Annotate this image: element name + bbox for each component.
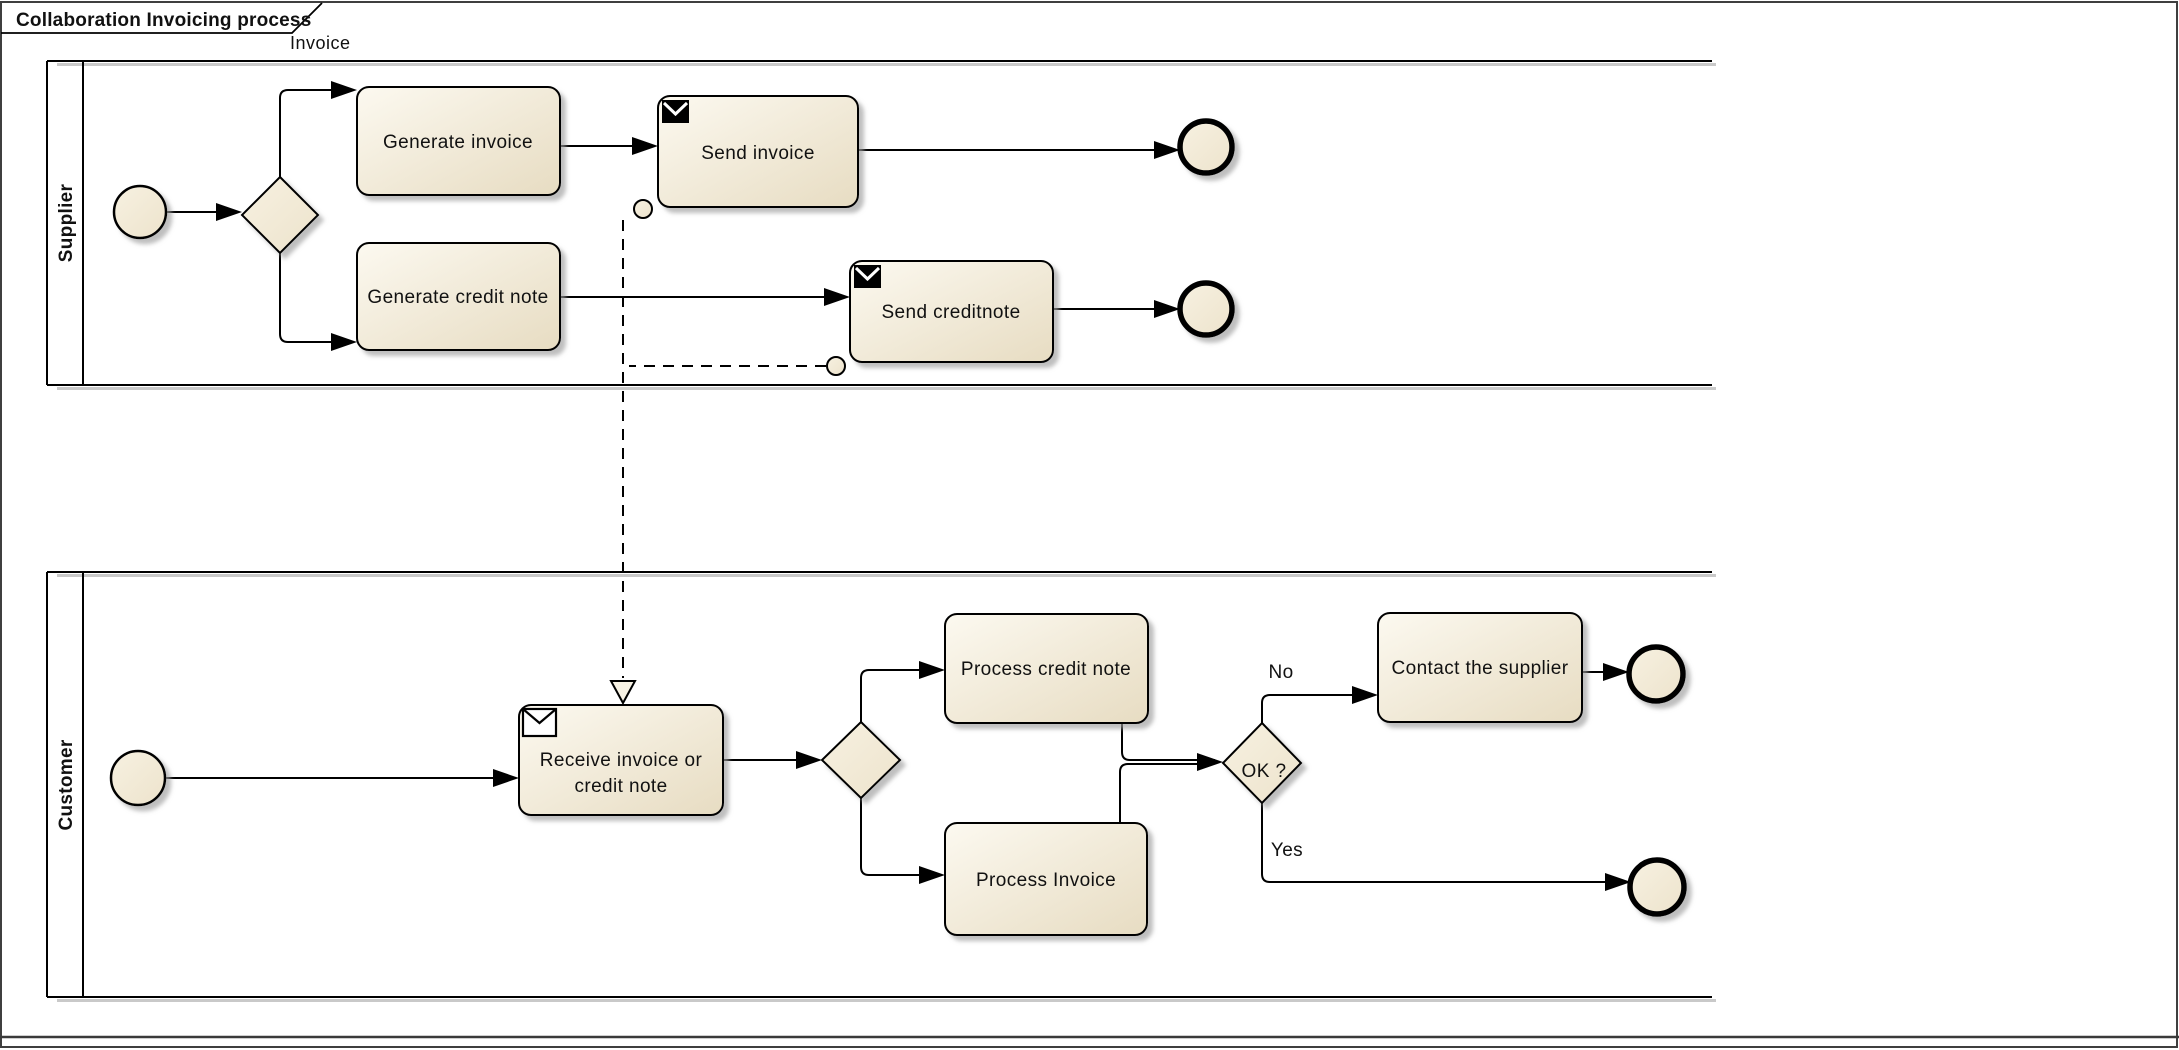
message-source-dot	[826, 356, 846, 376]
arrowhead	[796, 751, 822, 769]
pool-customer[interactable]: Customer	[46, 571, 1716, 1002]
flow-start-to-receive[interactable]	[165, 769, 519, 787]
task-process-invoice[interactable]: Process Invoice	[944, 822, 1148, 936]
end-event-invoice-sent[interactable]	[1177, 118, 1235, 176]
arrowhead	[1352, 686, 1378, 704]
arrowhead	[632, 137, 658, 155]
task-label-line1: Receive invoice or	[540, 750, 703, 771]
message-send-icon	[854, 265, 881, 288]
start-event-supplier[interactable]	[112, 184, 168, 240]
end-event-contact-supplier[interactable]	[1626, 644, 1686, 704]
pool-supplier[interactable]: Supplier	[46, 60, 1716, 390]
start-event-customer[interactable]	[109, 749, 167, 807]
task-label-line2: credit note	[574, 776, 667, 797]
task-generate-invoice[interactable]: Generate invoice	[356, 86, 561, 196]
message-flow-creditnote[interactable]	[629, 356, 846, 376]
edge-label-no: No	[1268, 662, 1293, 683]
arrowhead	[493, 769, 519, 787]
task-generate-credit-note[interactable]: Generate credit note	[356, 242, 561, 351]
arrowhead	[331, 81, 357, 99]
title-tab-border	[1, 2, 323, 34]
message-flow-invoice[interactable]	[609, 199, 653, 706]
flow-contact-to-end[interactable]	[1582, 663, 1629, 681]
gateway-ok-label: OK ?	[1242, 761, 1287, 782]
task-label: Process Invoice	[976, 870, 1116, 891]
edge-label-yes: Yes	[1271, 840, 1303, 861]
flow-receive-to-gateway[interactable]	[723, 751, 822, 769]
arrowhead	[919, 661, 945, 679]
flow-send-creditnote-to-end[interactable]	[1053, 300, 1180, 318]
flow-gateway-to-generate-credit-note[interactable]	[279, 253, 357, 351]
task-label: Send creditnote	[881, 302, 1020, 323]
message-send-icon	[662, 100, 689, 123]
flow-generate-invoice-to-send-invoice[interactable]	[560, 137, 658, 155]
arrowhead	[824, 288, 850, 306]
task-send-invoice[interactable]: Send invoice	[657, 95, 859, 208]
message-receive-icon	[521, 707, 558, 738]
task-process-credit-note[interactable]: Process credit note	[944, 613, 1149, 724]
arrowhead	[1154, 141, 1180, 159]
task-label: Contact the supplier	[1392, 658, 1569, 679]
task-label: Generate credit note	[367, 287, 548, 308]
task-send-creditnote[interactable]: Send creditnote	[849, 260, 1054, 363]
flow-ok-yes-to-end[interactable]: Yes	[1261, 803, 1631, 891]
supplier-lane-label: Supplier	[56, 183, 77, 262]
arrowhead	[1154, 300, 1180, 318]
flow-generate-credit-note-to-send-creditnote[interactable]	[560, 288, 850, 306]
flow-send-invoice-to-end[interactable]	[858, 141, 1180, 159]
arrowhead	[1605, 873, 1631, 891]
flow-gateway-to-generate-invoice[interactable]	[279, 81, 357, 177]
gateway-customer-split[interactable]	[820, 720, 902, 800]
flow-gateway-to-process-credit-note[interactable]	[860, 661, 945, 722]
flow-start-to-gateway[interactable]	[167, 203, 242, 221]
customer-lane-label: Customer	[56, 739, 77, 830]
diagram-frame-label: Invoice	[290, 33, 351, 53]
flow-process-invoice-to-ok[interactable]	[1119, 753, 1223, 823]
gateway-supplier-split[interactable]	[240, 175, 320, 255]
task-label: Generate invoice	[383, 132, 533, 153]
arrowhead	[1603, 663, 1629, 681]
task-label: Send invoice	[701, 143, 815, 164]
message-source-dot	[633, 199, 653, 219]
end-event-invoice-processed[interactable]	[1627, 857, 1687, 917]
flow-gateway-to-process-invoice[interactable]	[860, 798, 945, 884]
arrowhead	[1197, 753, 1223, 771]
arrowhead	[331, 333, 357, 351]
task-label: Process credit note	[961, 659, 1131, 680]
task-receive-invoice-or-credit-note[interactable]: Receive invoice or credit note	[518, 704, 724, 816]
task-contact-the-supplier[interactable]: Contact the supplier	[1377, 612, 1583, 723]
arrowhead	[919, 866, 945, 884]
diagram-title-tab: Collaboration Invoicing process Invoice	[1, 2, 351, 53]
arrowhead	[216, 203, 242, 221]
open-arrowhead	[609, 680, 637, 706]
diagram-title: Collaboration Invoicing process	[16, 10, 311, 31]
gateway-ok[interactable]: OK ?	[1221, 721, 1303, 805]
flow-ok-no-to-contact[interactable]: No	[1261, 662, 1378, 723]
flow-process-credit-note-to-ok[interactable]	[1121, 723, 1215, 762]
end-event-creditnote-sent[interactable]	[1177, 280, 1235, 338]
